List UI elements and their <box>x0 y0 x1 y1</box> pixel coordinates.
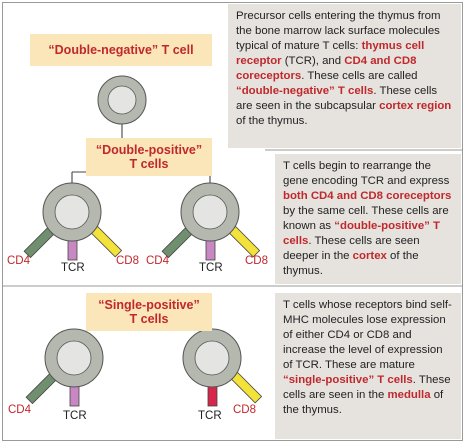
double-positive-label-line2: T cells <box>129 157 169 171</box>
description-text: . These cells are seen in the <box>283 374 451 401</box>
cell-nucleus <box>107 85 137 115</box>
single-positive-label: “Single-positive” T cells <box>86 293 212 331</box>
description-text: . These cells are called <box>301 70 418 82</box>
description-highlight: CD4 and CD8 coreceptors <box>236 55 417 82</box>
description-text: by the same cell. These cells are known … <box>283 205 449 232</box>
cd8-label: CD8 <box>245 255 269 267</box>
description-text: . These cells are seen in the subcapsula… <box>236 85 438 112</box>
cd4-receptor <box>161 226 194 259</box>
cd8-receptor <box>230 371 263 404</box>
cell-nucleus <box>192 194 228 230</box>
description-highlight: “single-positive” T cells <box>283 374 413 386</box>
description-text: (TCR), and <box>281 55 345 67</box>
double-positive-label-line1: “Double-positive” <box>95 143 203 157</box>
figure-frame <box>2 2 463 441</box>
description-highlight: thymus cell receptor <box>236 40 425 67</box>
single-positive-cd8-cell <box>182 328 263 407</box>
description-text: T cells whose receptors bind self-MHC mo… <box>283 299 452 371</box>
description-highlight: medulla <box>387 389 431 401</box>
cd4-label: CD4 <box>8 404 32 416</box>
cd8-label: CD8 <box>233 404 257 416</box>
cd4-label: CD4 <box>146 255 170 267</box>
double-negative-label: “Double-negative” T cell <box>30 34 212 66</box>
tcr-label: TCR <box>199 262 223 274</box>
single-positive-label-line2: T cells <box>129 312 169 326</box>
cd4-label: CD4 <box>7 255 31 267</box>
cd4-receptor <box>23 226 56 259</box>
cd8-receptor <box>228 225 261 258</box>
double-positive-cell-left <box>23 182 123 261</box>
description-text: of the thymus. <box>283 389 444 416</box>
description-highlight: “double-negative” T cells <box>236 85 374 97</box>
description-highlight: both CD4 and CD8 coreceptors <box>283 190 452 202</box>
double-negative-cell <box>97 75 147 125</box>
cd4-receptor <box>25 372 58 405</box>
description-highlight: “double-positive” T cells <box>283 220 440 247</box>
double-negative-label-text: “Double-negative” T cell <box>48 43 194 57</box>
cd8-label: CD8 <box>116 255 140 267</box>
double-negative-description: Precursor cells entering the thymus from… <box>228 4 461 148</box>
description-text: of the thymus. <box>236 115 308 127</box>
description-text: of the thymus. <box>283 250 419 277</box>
tcr-label: TCR <box>61 262 85 274</box>
description-text: Precursor cells entering the thymus from… <box>236 10 441 52</box>
tcr-label: TCR <box>198 410 222 422</box>
double-positive-description: T cells begin to rearrange the gene enco… <box>275 154 461 284</box>
cell-nucleus <box>194 340 230 376</box>
single-positive-cd4-cell <box>25 328 104 407</box>
tcr-label: TCR <box>63 410 87 422</box>
description-highlight: cortex region <box>379 100 452 112</box>
description-text: T cells begin to rearrange the gene enco… <box>283 160 450 187</box>
cd8-receptor <box>90 225 123 258</box>
description-text: . These cells are seen deeper in the <box>283 235 420 262</box>
double-positive-label: “Double-positive” T cells <box>86 138 212 176</box>
single-positive-label-line1: “Single-positive” <box>98 298 200 312</box>
single-positive-description: T cells whose receptors bind self-MHC mo… <box>275 293 461 439</box>
cell-nucleus <box>54 194 90 230</box>
description-highlight: cortex <box>352 250 387 262</box>
cell-nucleus <box>56 340 92 376</box>
double-positive-cell-right <box>161 182 261 261</box>
